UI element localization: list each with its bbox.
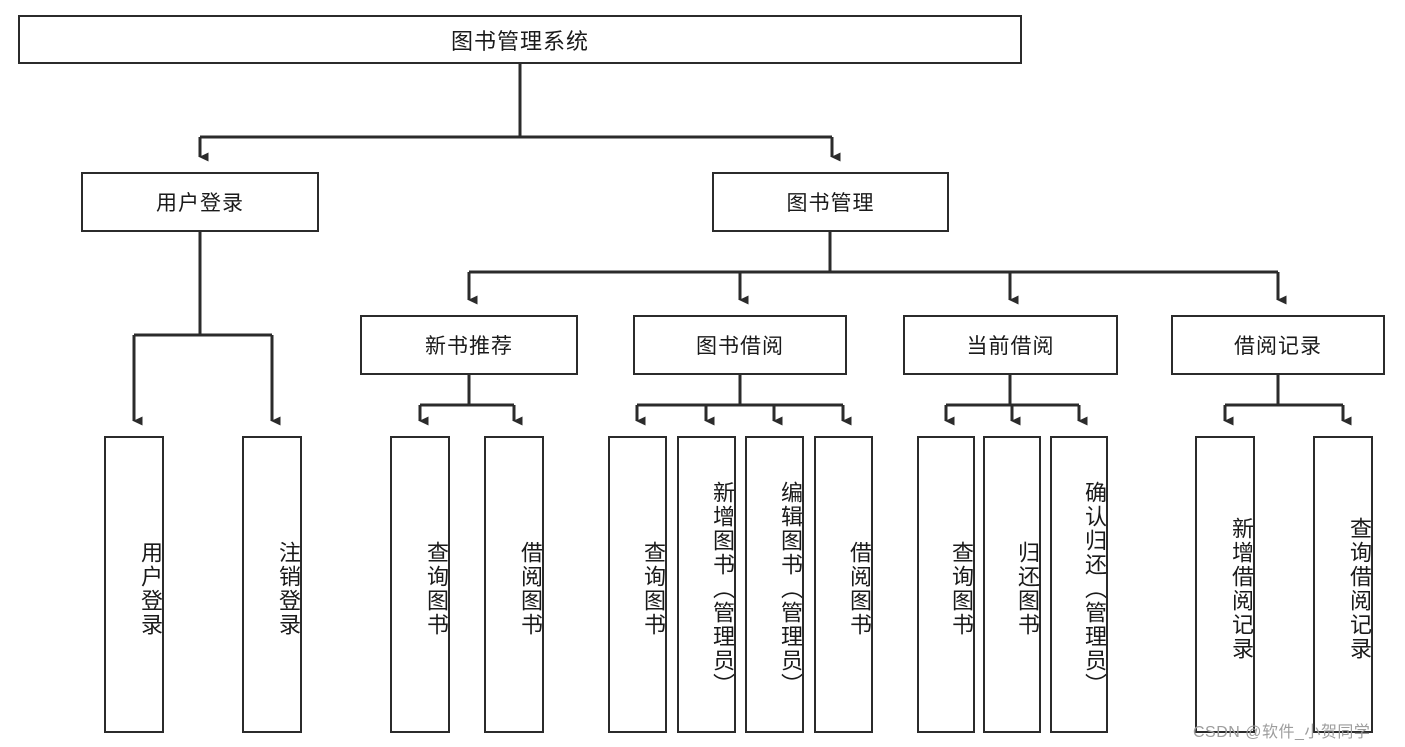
node-leaf-add-book[interactable]: 新增图书（管理员）	[677, 436, 736, 733]
node-leaf-edit-book-label: 编辑图书（管理员）	[778, 480, 803, 697]
node-leaf-user-login-label: 用户登录	[138, 540, 163, 637]
node-leaf-query-book-3-label: 查询图书	[949, 540, 974, 637]
node-leaf-query-book-3[interactable]: 查询图书	[917, 436, 975, 733]
node-leaf-confirm-return[interactable]: 确认归还（管理员）	[1050, 436, 1108, 733]
node-leaf-query-record[interactable]: 查询借阅记录	[1313, 436, 1373, 733]
node-book-borrow[interactable]: 图书借阅	[633, 315, 847, 375]
node-leaf-logout-label: 注销登录	[276, 540, 301, 637]
node-leaf-user-login[interactable]: 用户登录	[104, 436, 164, 733]
node-leaf-add-record[interactable]: 新增借阅记录	[1195, 436, 1255, 733]
node-leaf-borrow-book-2[interactable]: 借阅图书	[814, 436, 873, 733]
node-leaf-logout[interactable]: 注销登录	[242, 436, 302, 733]
node-book-manage[interactable]: 图书管理	[712, 172, 949, 232]
node-root-label: 图书管理系统	[450, 28, 589, 54]
node-leaf-query-book-1[interactable]: 查询图书	[390, 436, 450, 733]
node-leaf-add-book-label: 新增图书（管理员）	[710, 480, 735, 697]
node-leaf-query-record-label: 查询借阅记录	[1347, 516, 1372, 661]
node-leaf-borrow-book-1-label: 借阅图书	[518, 540, 543, 637]
node-leaf-query-book-2[interactable]: 查询图书	[608, 436, 667, 733]
node-leaf-borrow-book-2-label: 借阅图书	[847, 540, 872, 637]
node-borrow-record-label: 借阅记录	[1234, 335, 1322, 358]
node-leaf-query-book-2-label: 查询图书	[641, 540, 666, 637]
node-leaf-borrow-book-1[interactable]: 借阅图书	[484, 436, 544, 733]
node-current-borrow-label: 当前借阅	[966, 335, 1055, 358]
node-book-manage-label: 图书管理	[786, 192, 875, 215]
node-root[interactable]: 图书管理系统	[18, 15, 1022, 64]
node-book-borrow-label: 图书借阅	[696, 335, 784, 358]
node-leaf-return-book[interactable]: 归还图书	[983, 436, 1041, 733]
node-current-borrow[interactable]: 当前借阅	[903, 315, 1118, 375]
node-borrow-record[interactable]: 借阅记录	[1171, 315, 1385, 375]
node-leaf-query-book-1-label: 查询图书	[424, 540, 449, 637]
node-new-book-recommend-label: 新书推荐	[425, 335, 513, 358]
node-new-book-recommend[interactable]: 新书推荐	[360, 315, 578, 375]
node-leaf-edit-book[interactable]: 编辑图书（管理员）	[745, 436, 804, 733]
node-user-login-label: 用户登录	[156, 192, 244, 215]
node-leaf-add-record-label: 新增借阅记录	[1229, 516, 1254, 661]
node-leaf-return-book-label: 归还图书	[1015, 540, 1040, 637]
node-leaf-confirm-return-label: 确认归还（管理员）	[1082, 480, 1107, 697]
node-user-login[interactable]: 用户登录	[81, 172, 319, 232]
csdn-watermark: CSDN @软件_小贺同学	[1193, 724, 1371, 741]
